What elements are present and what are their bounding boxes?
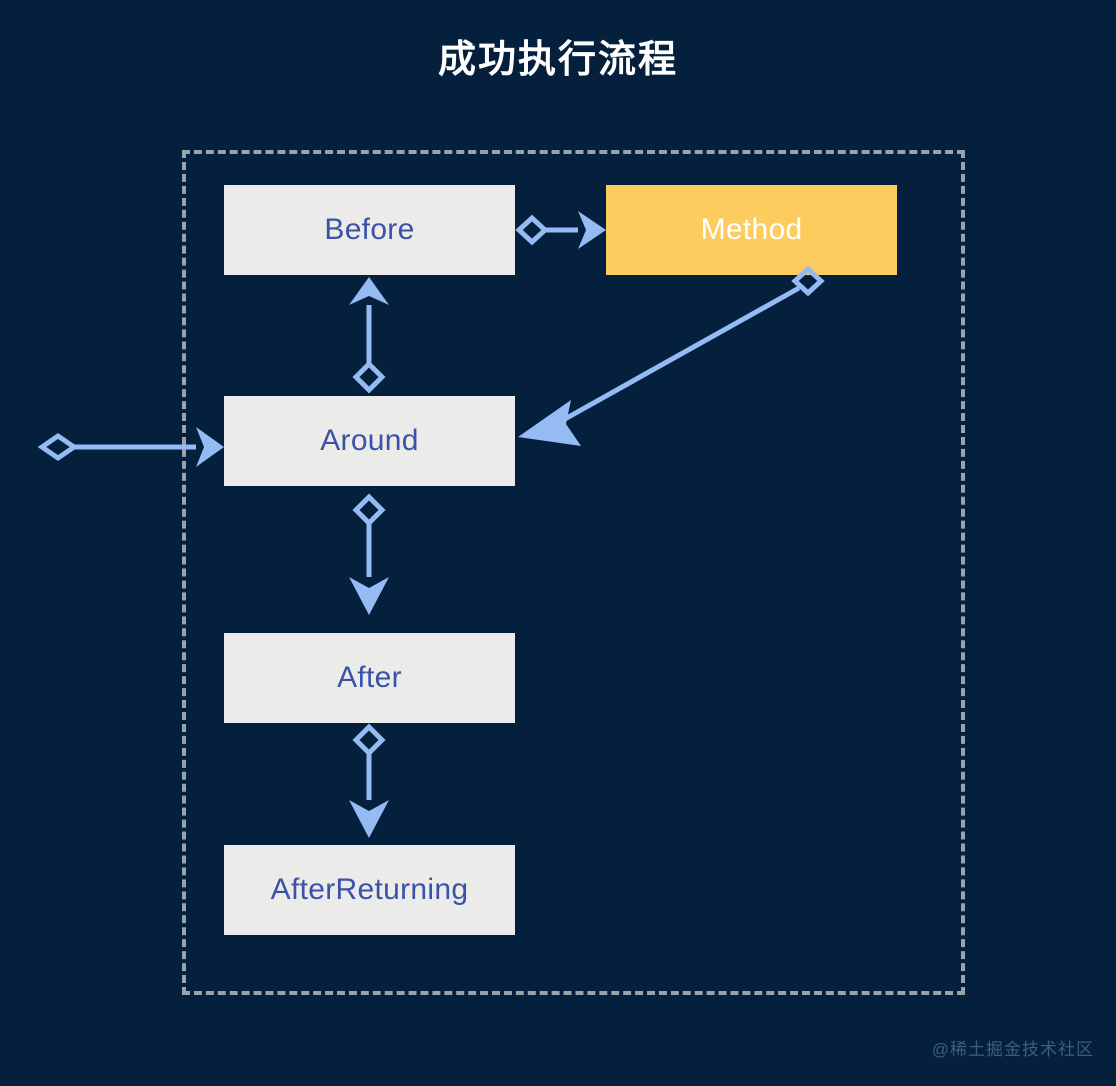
node-afterreturning-label: AfterReturning: [270, 873, 469, 906]
node-before-label: Before: [324, 213, 415, 246]
watermark: @稀土掘金技术社区: [931, 1040, 1094, 1059]
node-before[interactable]: Before: [224, 185, 515, 275]
aspect-boundary-frame: [182, 150, 965, 995]
node-afterreturning[interactable]: AfterReturning: [224, 845, 515, 935]
node-after-label: After: [337, 661, 402, 694]
node-method-label: Method: [700, 213, 803, 246]
node-around[interactable]: Around: [224, 396, 515, 486]
node-after[interactable]: After: [224, 633, 515, 723]
page-title: 成功执行流程: [437, 39, 678, 81]
node-around-label: Around: [320, 424, 419, 457]
node-method[interactable]: Method: [606, 185, 897, 275]
